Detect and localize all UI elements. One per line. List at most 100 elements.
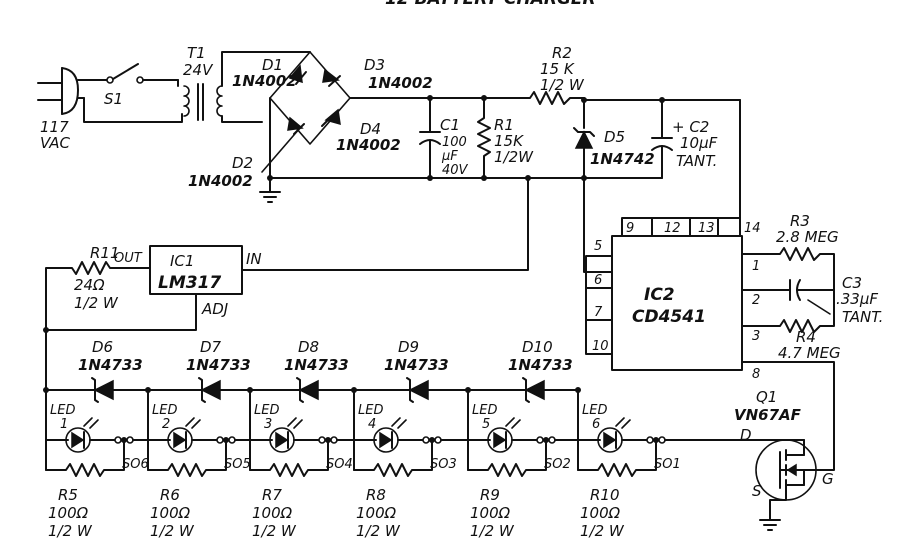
wire — [621, 217, 741, 237]
d1-part: 1N4002 — [232, 72, 297, 90]
socket-contact — [114, 436, 122, 444]
ic2-pin-1: 1 — [752, 259, 760, 274]
socket-contact — [646, 436, 654, 444]
resistor-r8 — [353, 439, 433, 477]
junction — [325, 437, 331, 443]
zener-d8-ref: D8 — [298, 338, 319, 356]
ic2-pin-3: 3 — [752, 329, 760, 344]
mosfet-q1 — [755, 439, 821, 501]
q1-ref: Q1 — [756, 388, 777, 406]
resistor-r11 — [45, 261, 151, 331]
resistor-r8-ref: R8 — [366, 486, 386, 504]
ic1-adj-label: ADJ — [201, 300, 228, 318]
zener-d6-part: 1N4733 — [78, 356, 143, 374]
socket-label: SO3 — [430, 457, 457, 472]
r11-value: 24Ω — [74, 276, 105, 294]
led-5-ray — [511, 419, 521, 429]
resistor-r10 — [577, 439, 657, 477]
ic2-chip — [611, 235, 743, 371]
zener-d7-ref: D7 — [200, 338, 222, 356]
led-4-ray — [391, 417, 401, 427]
r4-value: 4.7 MEG — [778, 344, 841, 362]
r3-ref: R3 — [790, 212, 810, 230]
junction — [543, 437, 549, 443]
zener-d6-ref: D6 — [92, 338, 113, 356]
led-4-label: LED — [358, 403, 383, 418]
junction — [653, 437, 659, 443]
zener-d6 — [93, 379, 114, 401]
switch-contact — [106, 76, 114, 84]
resistor-r3 — [767, 247, 835, 291]
c2-type: TANT. — [676, 152, 717, 170]
led-4-ray — [397, 419, 407, 429]
q1-source-label: S — [752, 482, 762, 500]
led-1-label: LED — [50, 403, 75, 418]
ic2-pin-14: 14 — [744, 221, 761, 236]
led-6-label: LED — [582, 403, 607, 418]
d2-ref: D2 — [232, 154, 253, 172]
ic2-pin-12: 12 — [664, 221, 681, 236]
led-3-label: LED — [254, 403, 279, 418]
zener-d9-bar — [406, 377, 414, 403]
r1-power: 1/2W — [494, 148, 534, 166]
zener-d9-ref: D9 — [398, 338, 419, 356]
r2-value: 15 K — [540, 60, 575, 78]
resistor-r7-power: 1/2 W — [252, 522, 297, 540]
resistor-r9-ref: R9 — [480, 486, 500, 504]
junction — [223, 437, 229, 443]
r1-value: 15K — [494, 132, 524, 150]
resistor-r7 — [249, 439, 329, 477]
zener-d6-bar — [91, 377, 99, 403]
led-2-ray — [185, 417, 195, 427]
zener-d9-part: 1N4733 — [384, 356, 449, 374]
zener-d10-bar — [522, 377, 530, 403]
socket-contact — [318, 436, 326, 444]
resistor-r9-value: 100Ω — [470, 504, 511, 522]
socket-contact — [536, 436, 544, 444]
c3-type: TANT. — [842, 308, 883, 326]
zener-d7-bar — [198, 377, 206, 403]
led-2-label: LED — [152, 403, 177, 418]
d4-part: 1N4002 — [336, 136, 401, 154]
led-2-number: 2 — [162, 417, 170, 432]
resistor-r7-ref: R7 — [262, 486, 282, 504]
ic1-in-label: IN — [246, 250, 262, 268]
ic2-pin-2: 2 — [752, 293, 760, 308]
junction — [525, 175, 531, 181]
d1-ref: D1 — [262, 56, 283, 74]
resistor-r6 — [147, 439, 227, 477]
schematic-title: 12 BATTERY CHARGER — [385, 0, 596, 9]
led-1-ray — [89, 419, 99, 429]
q1-part: VN67AF — [734, 406, 802, 424]
led-1-number: 1 — [60, 417, 68, 432]
d3-ref: D3 — [364, 56, 385, 74]
zener-d7 — [200, 379, 221, 401]
c1-value: 100 — [442, 135, 467, 150]
resistor-r6-ref: R6 — [160, 486, 180, 504]
c1-ref: C1 — [440, 116, 460, 134]
resistor-r2 — [519, 91, 585, 105]
c1-unit: µF — [441, 149, 458, 164]
wire — [221, 51, 311, 87]
input-voltage-label: 117 — [40, 118, 69, 136]
resistor-r10-power: 1/2 W — [580, 522, 625, 540]
zener-d7-part: 1N4733 — [186, 356, 251, 374]
switch-s1 — [112, 63, 139, 80]
led-3-number: 3 — [264, 417, 272, 432]
wire — [241, 177, 529, 271]
resistor-r6-value: 100Ω — [150, 504, 191, 522]
resistor-r8-value: 100Ω — [356, 504, 397, 522]
wire — [45, 293, 197, 331]
r3-value: 2.8 MEG — [776, 228, 839, 246]
resistor-r5-ref: R5 — [58, 486, 78, 504]
socket-label: SO4 — [326, 457, 353, 472]
zener-d10-part: 1N4733 — [508, 356, 573, 374]
ic2-pin-6: 6 — [594, 273, 602, 288]
led-1-arrow — [71, 431, 85, 449]
wire — [221, 115, 263, 123]
socket-label: SO5 — [224, 457, 251, 472]
led-5-arrow — [493, 431, 507, 449]
t1-voltage: 24V — [183, 61, 214, 79]
led-4-arrow — [379, 431, 393, 449]
